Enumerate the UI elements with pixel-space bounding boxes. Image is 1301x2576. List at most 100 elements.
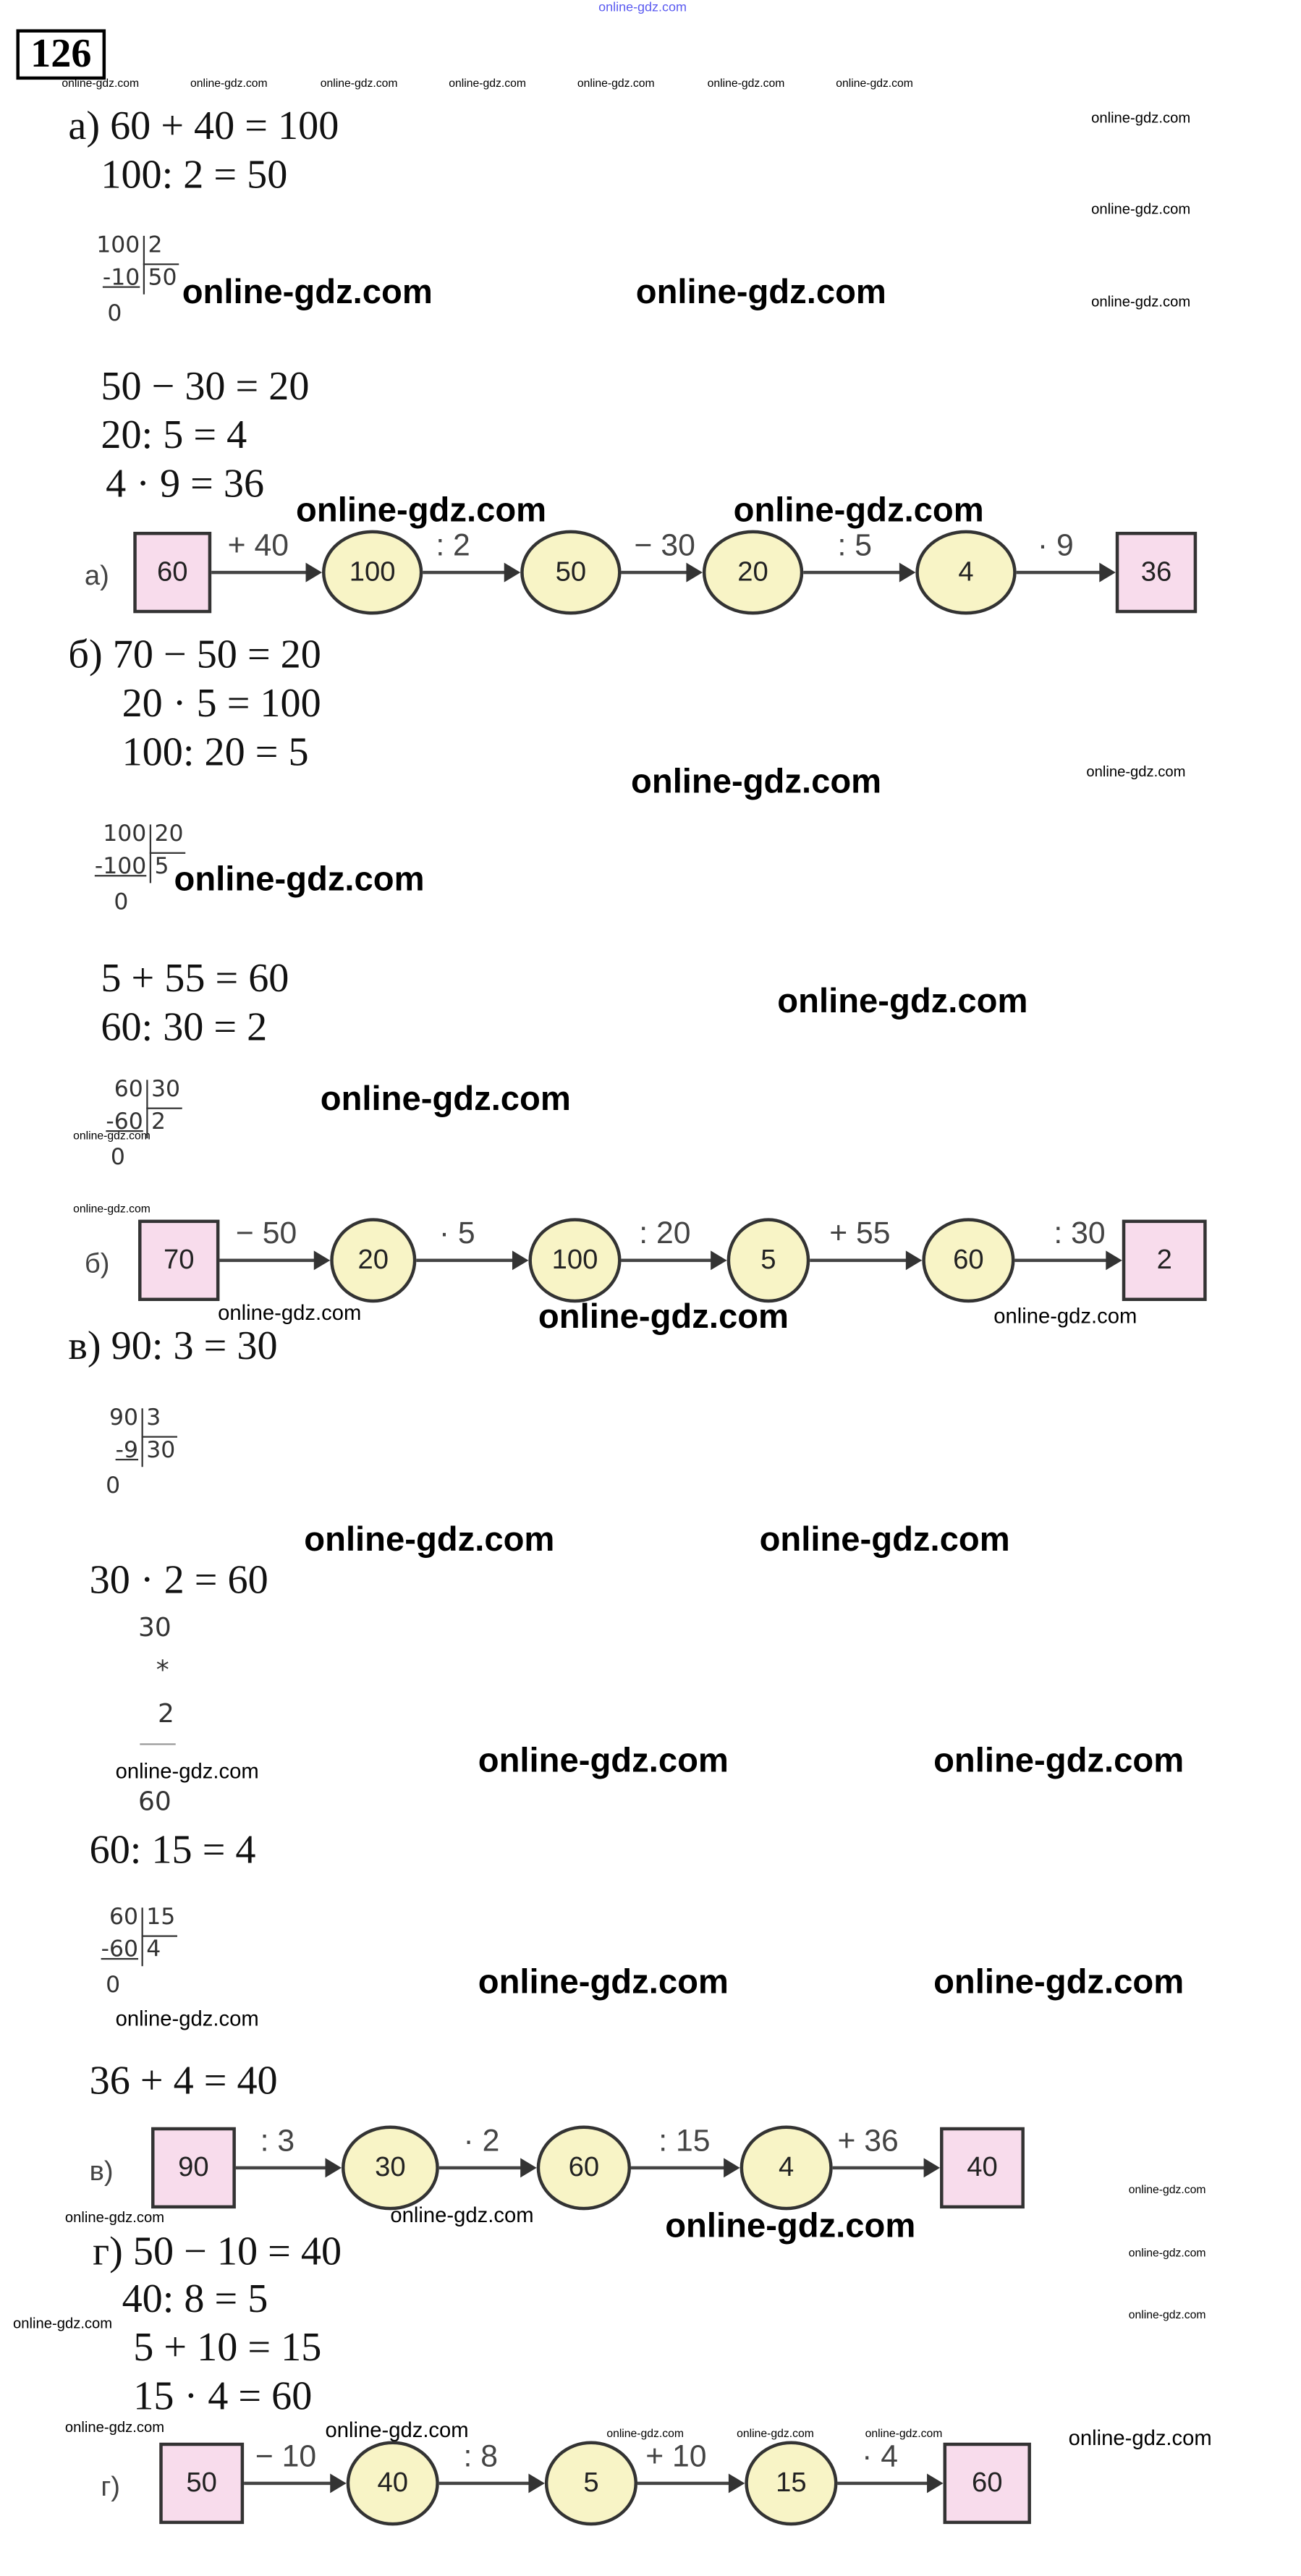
chain-arrow [810,1250,923,1271]
multiplication-b: 2 [158,1698,174,1729]
division-line [141,1436,177,1438]
quotient: 4 [146,1936,161,1963]
watermark: online-gdz.com [777,983,1028,1021]
watermark: online-gdz.com [598,0,687,15]
watermark: online-gdz.com [933,1742,1185,1780]
watermark: online-gdz.com [933,1963,1185,2001]
watermark: online-gdz.com [182,274,433,312]
equation: 5 + 55 = 60 [101,957,289,1001]
remainder: 0 [114,889,129,916]
watermark: online-gdz.com [759,1521,1010,1559]
watermark: online-gdz.com [665,2207,916,2245]
chain-node: 5 [544,2441,638,2526]
chain-node: 4 [915,530,1017,615]
watermark: online-gdz.com [1128,2248,1206,2260]
quotient: 30 [146,1437,176,1464]
chain-arrow [837,2473,944,2494]
dividend: 90 [109,1404,139,1431]
chain-node: 60 [536,2125,632,2211]
equation: 5 + 10 = 15 [133,2326,322,2370]
chain-arrow [832,2158,941,2178]
chain-arrow [637,2473,745,2494]
watermark: online-gdz.com [115,2006,259,2031]
watermark: online-gdz.com [1091,109,1191,127]
chain-arrow [416,1250,529,1271]
equation: 100: 20 = 5 [122,731,309,775]
chain-arrow [1014,1250,1122,1271]
chain-operation: : 15 [658,2124,711,2159]
equation: 20 · 5 = 100 [122,682,321,726]
chain-arrow [621,562,703,582]
chain-operation: + 36 [837,2124,899,2159]
equation: 100: 2 = 50 [101,153,288,198]
dividend: 100 [96,232,140,259]
division-bar [149,824,152,884]
watermark: online-gdz.com [478,1742,729,1780]
chain-arrow [621,1250,727,1271]
divisor: 15 [146,1904,176,1931]
equation: 50 − 30 = 20 [101,365,310,410]
quotient: 5 [154,853,169,880]
chain-node: 5 [726,1218,810,1303]
chain-operation: · 4 [862,2440,899,2475]
chain-end-box: 40 [940,2127,1025,2209]
chain-arrow [423,562,521,582]
chain-operation: : 5 [837,529,872,564]
chain-operation: · 2 [463,2124,500,2159]
chain-operation: + 40 [227,529,289,564]
chain-arrow [211,562,323,582]
watermark: online-gdz.com [64,2419,165,2436]
watermark: online-gdz.com [577,79,655,90]
watermark: online-gdz.com [606,2428,685,2441]
watermark: online-gdz.com [1128,2185,1206,2197]
chain-operation: : 8 [463,2440,499,2475]
division-line [146,1107,182,1109]
chain-operation: · 9 [1037,529,1074,564]
watermark: online-gdz.com [115,1758,259,1784]
chain-node: 100 [322,530,423,615]
watermark: online-gdz.com [737,2428,814,2441]
task-number: 126 [16,29,106,80]
subtrahend: -100 [94,853,147,880]
watermark: online-gdz.com [631,763,882,801]
divisor: 20 [154,821,184,847]
divisor: 30 [151,1076,181,1103]
remainder: 0 [107,300,122,327]
equation: 40: 8 = 5 [122,2277,268,2322]
watermark: online-gdz.com [304,1521,555,1559]
subtrahend: -60 [101,1936,139,1963]
watermark: online-gdz.com [390,2203,534,2227]
watermark: online-gdz.com [12,2315,113,2331]
chain-operation: − 50 [235,1217,297,1252]
chain-label: в) [89,2156,114,2187]
chain-operation: : 20 [639,1217,691,1252]
watermark: online-gdz.com [993,1303,1137,1329]
chain-start-box: 50 [159,2442,245,2525]
quotient: 50 [148,265,177,292]
chain-arrow [235,2158,342,2178]
multiplication-line [140,1743,176,1745]
chain-node: 20 [702,530,804,615]
quotient: 2 [151,1109,166,1135]
dividend: 60 [114,1076,143,1103]
division-line [143,263,179,266]
division-bar [141,1907,143,1967]
divisor: 2 [148,232,163,259]
chain-node: 40 [346,2441,439,2526]
watermark: online-gdz.com [73,1204,151,1216]
chain-operation: + 10 [645,2440,707,2475]
chain-end-box: 2 [1122,1219,1207,1301]
divisor: 3 [146,1404,161,1431]
equation: в) 90: 3 = 30 [68,1324,278,1369]
equation: 30 · 2 = 60 [89,1559,268,1603]
chain-start-box: 90 [151,2127,236,2209]
chain-operation: + 55 [829,1217,891,1252]
watermark: online-gdz.com [296,491,547,530]
watermark: online-gdz.com [320,79,398,90]
division-line [141,1935,177,1937]
watermark: online-gdz.com [449,79,526,90]
